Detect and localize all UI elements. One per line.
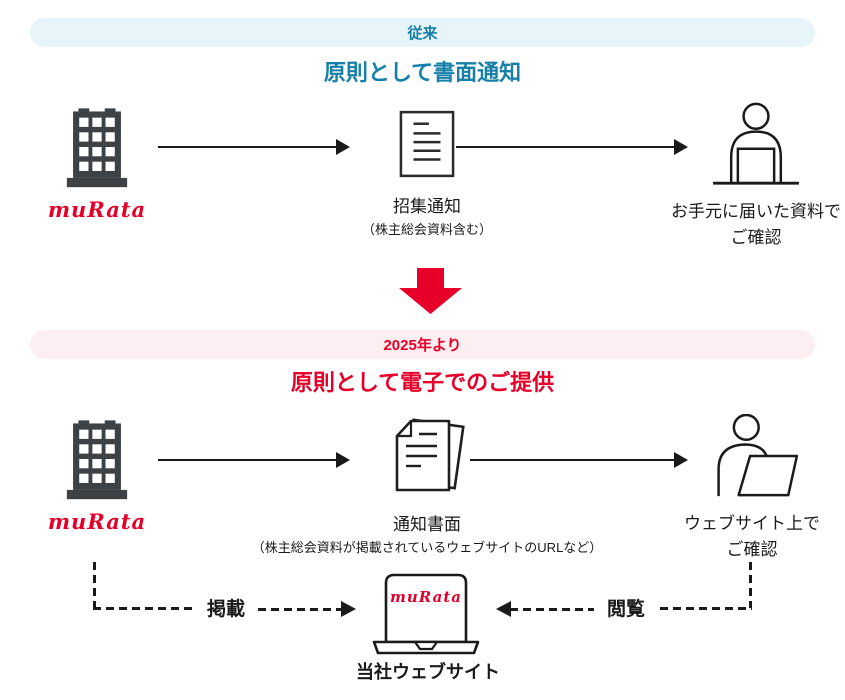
before-receiver-label: お手元に届いた資料で ご確認: [668, 199, 844, 251]
arrow-shaft: [456, 146, 676, 148]
after-company: muRata: [45, 418, 149, 534]
dashed-arrow-shaft: [258, 608, 342, 611]
arrow-shaft: [470, 459, 676, 461]
dashed-line-receiver-left: [660, 607, 752, 610]
after-banner: 2025年より: [30, 330, 815, 359]
murata-logo: muRata: [47, 509, 147, 534]
document-icon: [399, 110, 455, 178]
dashed-arrow-shaft: [510, 608, 594, 611]
arrow-shaft: [158, 459, 338, 461]
before-receiver-line1: お手元に届いた資料で: [671, 202, 841, 221]
website-caption: 当社ウェブサイト: [356, 662, 500, 682]
person-laptop-side-icon: [717, 413, 799, 497]
before-receiver-line2: ご確認: [730, 228, 782, 247]
post-label: 掲載: [206, 599, 245, 620]
before-document: 招集通知 （株主総会資料含む）: [342, 110, 512, 238]
after-receiver-line1: ウェブサイト上で: [684, 514, 820, 533]
dashed-line-company-right: [93, 607, 193, 610]
before-banner: 従来: [30, 18, 815, 47]
arrow-head-icon: [674, 139, 688, 155]
before-arrow-2: [456, 139, 688, 155]
after-receiver: ウェブサイト上で ご確認: [664, 413, 840, 563]
before-receiver: お手元に届いた資料で ご確認: [668, 102, 844, 251]
before-arrow-1: [158, 139, 350, 155]
before-banner-label: 従来: [407, 25, 438, 42]
after-document-sublabel: （株主総会資料が掲載されているウェブサイトのURLなど）: [251, 540, 603, 555]
after-title: 原則として電子でのご提供: [290, 370, 555, 395]
murata-logo: muRata: [390, 588, 462, 606]
arrow-head-icon: [336, 452, 350, 468]
arrow-head-icon: [341, 601, 356, 617]
before-document-label: 招集通知: [393, 197, 461, 216]
view-label: 閲覧: [606, 599, 645, 620]
dashed-line-company-down: [93, 562, 96, 608]
after-document: 通知書面 （株主総会資料が掲載されているウェブサイトのURLなど）: [227, 416, 627, 556]
after-arrow-1: [158, 452, 350, 468]
laptop-icon: [372, 573, 480, 655]
after-banner-label: 2025年より: [383, 337, 462, 354]
dashed-arrow-post: [258, 601, 356, 617]
dashed-arrow-view: [496, 601, 594, 617]
murata-logo: muRata: [47, 197, 147, 222]
after-receiver-line2: ご確認: [726, 540, 778, 559]
building-icon: [66, 108, 128, 188]
building-icon: [66, 420, 128, 500]
after-receiver-label: ウェブサイト上で ご確認: [664, 511, 840, 563]
arrow-head-icon: [336, 139, 350, 155]
before-document-sublabel: （株主総会資料含む）: [361, 222, 492, 237]
before-company: muRata: [45, 106, 149, 222]
after-document-label: 通知書面: [393, 515, 461, 534]
documents-icon: [395, 418, 465, 492]
arrow-head-icon: [674, 452, 688, 468]
arrow-head-icon: [496, 601, 511, 617]
company-website-laptop: muRata: [368, 572, 484, 661]
person-laptop-icon: [713, 102, 799, 185]
down-arrow-icon: [399, 268, 462, 314]
arrow-shaft: [158, 146, 338, 148]
after-arrow-2: [470, 452, 688, 468]
before-title: 原則として書面通知: [323, 60, 522, 85]
dashed-line-receiver-down: [749, 562, 752, 608]
